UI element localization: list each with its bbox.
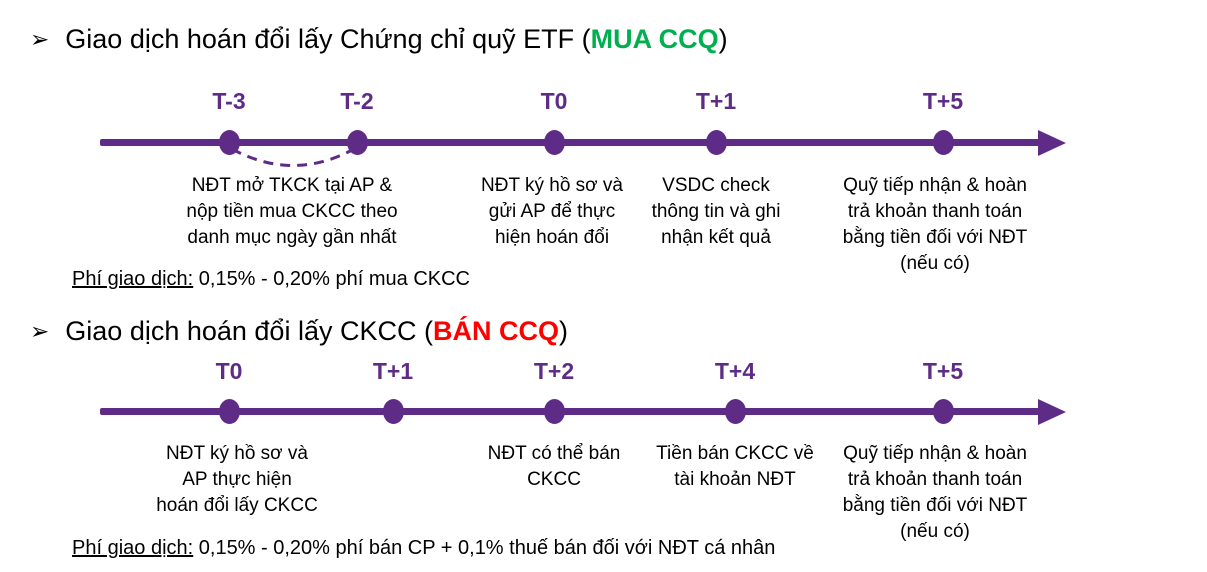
note-line: AP thực hiện <box>182 469 292 490</box>
timeline-arrowhead-icon <box>1038 399 1066 425</box>
arrow-bullet-icon: ➢ <box>30 26 50 52</box>
note-line: NĐT có thể bán <box>487 443 621 464</box>
note-line: danh mục ngày gần nhất <box>187 227 397 248</box>
section2-title-text: Giao dịch hoán đổi lấy CKCC ( <box>65 316 433 346</box>
milestone-label: T+1 <box>372 358 414 384</box>
note-line: thông tin và ghi <box>651 201 781 222</box>
milestone-label: T0 <box>215 358 243 384</box>
note-line: NĐT ký hồ sơ và <box>481 175 623 196</box>
fee-text: 0,15% - 0,20% phí mua CKCC <box>193 268 470 290</box>
timeline-dot <box>219 130 240 155</box>
milestone-label: T+5 <box>922 88 964 114</box>
milestone-note: Quỹ tiếp nhận & hoàn trả khoản thanh toá… <box>820 441 1050 545</box>
fee-line: Phí giao dịch: 0,15% - 0,20% phí bán CP … <box>72 537 775 560</box>
section2-title-suffix: ) <box>558 316 568 346</box>
note-line: Quỹ tiếp nhận & hoàn <box>843 443 1027 464</box>
milestone-label: T+1 <box>695 88 737 114</box>
note-line: Quỹ tiếp nhận & hoàn <box>843 175 1027 196</box>
milestone-note: NĐT ký hồ sơ và gửi AP để thực hiện hoán… <box>452 173 652 251</box>
milestone-note: Tiền bán CKCC về tài khoản NĐT <box>625 441 845 493</box>
section2-title-highlight: BÁN CCQ <box>432 316 559 346</box>
fee-text: 0,15% - 0,20% phí bán CP + 0,1% thuế bán… <box>193 537 776 559</box>
timeline-dot <box>933 399 954 424</box>
section1-title: ➢ Giao dịch hoán đổi lấy Chứng chỉ quỹ E… <box>30 22 728 56</box>
note-line: trả khoản thanh toán <box>847 469 1023 490</box>
milestone-note: NĐT mở TKCK tại AP & nộp tiền mua CKCC t… <box>162 173 422 251</box>
note-line: gửi AP để thực <box>488 201 616 222</box>
timeline-arrowhead-icon <box>1038 130 1066 156</box>
note-line: nộp tiền mua CKCC theo <box>186 201 398 222</box>
note-line: hiện hoán đổi <box>494 227 610 248</box>
milestone-note: Quỹ tiếp nhận & hoàn trả khoản thanh toá… <box>820 173 1050 277</box>
fee-label: Phí giao dịch: <box>72 268 194 290</box>
timeline-dot <box>544 130 565 155</box>
note-line: NĐT mở TKCK tại AP & <box>191 175 393 196</box>
timeline-line <box>100 408 1040 415</box>
milestone-label: T+2 <box>533 358 575 384</box>
section1-title-text: Giao dịch hoán đổi lấy Chứng chỉ quỹ ETF… <box>65 24 591 54</box>
timeline-line <box>100 139 1040 146</box>
section1-title-suffix: ) <box>718 24 728 54</box>
note-line: Tiền bán CKCC về <box>656 443 814 464</box>
note-line: bằng tiền đối với NĐT <box>842 227 1028 248</box>
section1-title-highlight: MUA CCQ <box>590 24 719 54</box>
milestone-note: NĐT có thể bán CKCC <box>454 441 654 493</box>
milestone-label: T-3 <box>212 88 246 114</box>
milestone-note: VSDC check thông tin và ghi nhận kết quả <box>616 173 816 251</box>
note-line: nhận kết quả <box>661 227 771 248</box>
note-line: NĐT ký hồ sơ và <box>166 443 308 464</box>
timeline-dot <box>219 399 240 424</box>
note-line: tài khoản NĐT <box>674 469 796 490</box>
note-line: (nếu có) <box>900 521 970 542</box>
milestone-label: T0 <box>540 88 568 114</box>
arrow-bullet-icon: ➢ <box>30 318 50 344</box>
fee-label: Phí giao dịch: <box>72 537 194 559</box>
note-line: hoán đổi lấy CKCC <box>156 495 318 516</box>
timeline-dot <box>933 130 954 155</box>
timeline-dot <box>383 399 404 424</box>
fee-line: Phí giao dịch: 0,15% - 0,20% phí mua CKC… <box>72 268 470 291</box>
note-line: bằng tiền đối với NĐT <box>842 495 1028 516</box>
timeline-dot <box>725 399 746 424</box>
timeline-dot <box>706 130 727 155</box>
note-line: CKCC <box>527 469 581 490</box>
milestone-note: NĐT ký hồ sơ và AP thực hiện hoán đổi lấ… <box>117 441 357 519</box>
milestone-label: T+5 <box>922 358 964 384</box>
note-line: (nếu có) <box>900 253 970 274</box>
milestone-label: T-2 <box>340 88 374 114</box>
milestone-label: T+4 <box>714 358 756 384</box>
timeline-dot <box>544 399 565 424</box>
note-line: VSDC check <box>662 175 770 196</box>
note-line: trả khoản thanh toán <box>847 201 1023 222</box>
section2-title: ➢ Giao dịch hoán đổi lấy CKCC (BÁN CCQ) <box>30 314 568 348</box>
